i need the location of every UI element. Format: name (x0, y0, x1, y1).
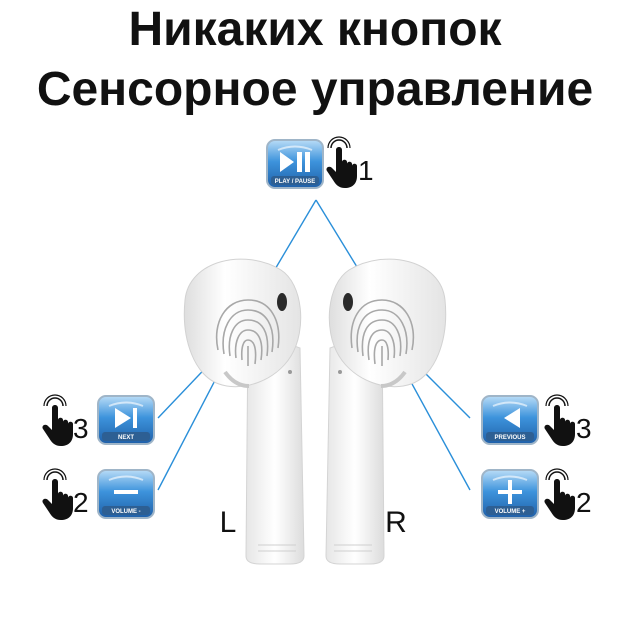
volume-down-taps: 2 (73, 487, 89, 518)
volume-up-label: VOLUME + (495, 509, 526, 515)
tap-hand-icon-volume-up (543, 468, 576, 521)
left-earbud (183, 258, 305, 565)
fingerprint-icon-right (350, 299, 415, 366)
fingerprint-icon-left (215, 299, 280, 366)
next-icon (115, 408, 137, 428)
volume-down-button[interactable]: VOLUME - (97, 469, 155, 519)
minus-icon (114, 490, 138, 494)
next-taps: 3 (73, 413, 89, 444)
title-line-2: Сенсорное управление (36, 63, 594, 116)
play-pause-icon (280, 152, 310, 172)
previous-button[interactable]: PREVIOUS (481, 395, 539, 445)
previous-taps: 3 (576, 413, 592, 444)
play-pause-taps: 1 (358, 155, 374, 186)
plus-icon (498, 480, 522, 504)
previous-label: PREVIOUS (494, 435, 525, 441)
next-label: NEXT (118, 435, 134, 441)
play-pause-label: PLAY / PAUSE (275, 179, 316, 185)
previous-icon (504, 408, 520, 428)
tap-hand-icon-next (41, 394, 74, 447)
volume-down-label: VOLUME - (111, 509, 140, 515)
tap-hand-icon-previous (543, 394, 576, 447)
volume-up-button[interactable]: VOLUME + (481, 469, 539, 519)
next-button[interactable]: NEXT (97, 395, 155, 445)
title-line-1: Никаких кнопок (128, 3, 502, 56)
right-earbud (325, 258, 447, 565)
right-label: R (385, 506, 407, 539)
play-pause-button[interactable]: PLAY / PAUSE (266, 139, 324, 189)
tap-hand-icon-play (325, 136, 358, 189)
left-label: L (220, 506, 237, 539)
tap-hand-icon-volume-down (41, 468, 74, 521)
volume-up-taps: 2 (576, 487, 592, 518)
